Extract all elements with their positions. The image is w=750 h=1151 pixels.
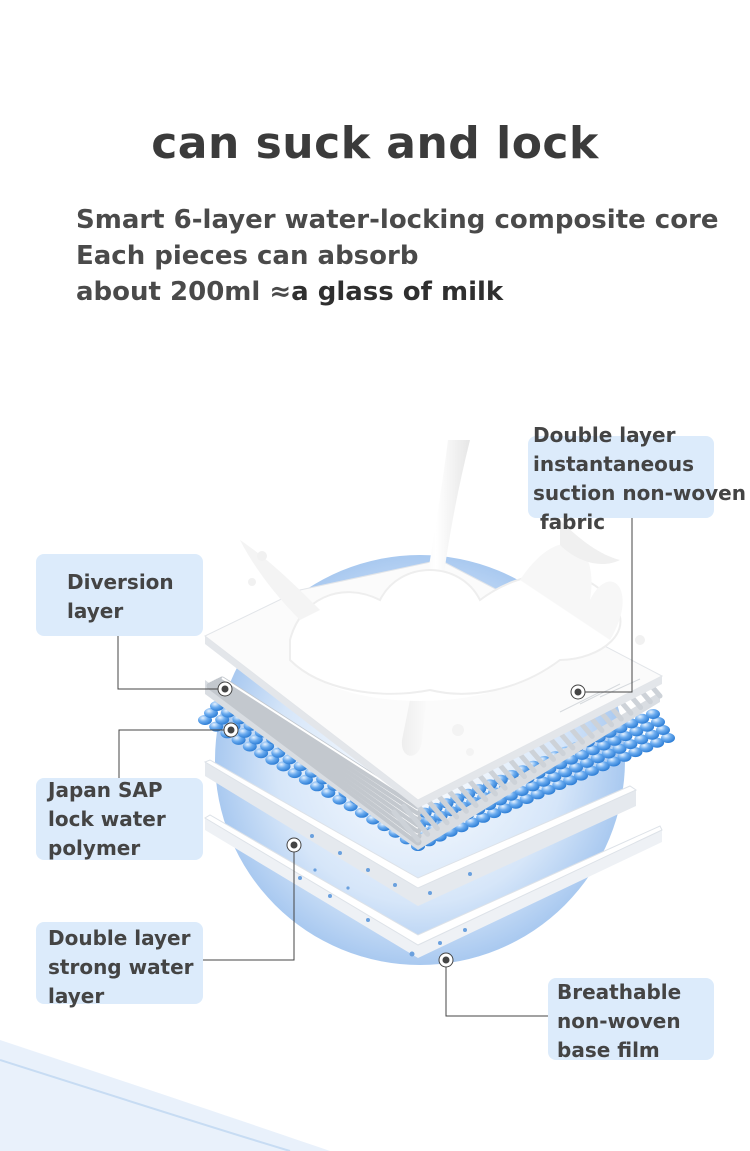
subtitle-line-1: Smart 6-layer water-locking composite co… (76, 205, 719, 235)
decorative-wave-line (0, 1059, 291, 1151)
callout-text: Japan SAP lock water polymer (48, 776, 166, 863)
callout-strong-water-layer: Double layer strong water layer (36, 922, 203, 1008)
callout-text: Double layer instantaneous suction non-w… (533, 421, 746, 537)
callout-markers (217, 681, 586, 968)
callout-line: Breathable (557, 980, 682, 1004)
callout-line: fabric (533, 510, 606, 534)
callout-line: instantaneous (533, 452, 695, 476)
subtitle-line-3-prefix: about 200ml ≈ (76, 277, 292, 307)
subtitle-line-2: Each pieces can absorb (76, 241, 419, 271)
callout-line: Double layer (48, 926, 191, 950)
callout-diversion-layer: Diversion layer (36, 554, 203, 636)
callout-line: strong water (48, 955, 194, 979)
callout-line: layer (48, 984, 105, 1008)
callout-line: layer (67, 599, 124, 623)
callout-line: polymer (48, 836, 141, 860)
callout-lines (117, 517, 633, 1017)
callout-line: Japan SAP (48, 778, 163, 802)
callout-line: base film (557, 1038, 660, 1062)
callout-sap-polymer: Japan SAP lock water polymer (36, 778, 203, 860)
callout-line: non-woven (557, 1009, 681, 1033)
callout-text: Breathable non-woven base film (557, 978, 681, 1065)
callout-text: Double layer strong water layer (48, 924, 194, 1011)
callout-text: Diversion layer (67, 568, 174, 626)
subtitle-line-3: about 200ml ≈a glass of milk (76, 277, 503, 307)
page-title: can suck and lock (151, 118, 599, 169)
callout-line: Double layer (533, 423, 676, 447)
callout-base-film: Breathable non-woven base film (548, 978, 714, 1062)
callout-line: Diversion (67, 570, 174, 594)
callout-suction-fabric: Double layer instantaneous suction non-w… (528, 423, 746, 534)
decorative-wave (0, 1040, 330, 1151)
callout-line: lock water (48, 807, 166, 831)
milk-splash (240, 440, 645, 756)
callout-line: suction non-woven (533, 481, 746, 505)
subtitle-line-3-bold: a glass of milk (291, 277, 504, 307)
strong-water-layer (205, 762, 636, 906)
